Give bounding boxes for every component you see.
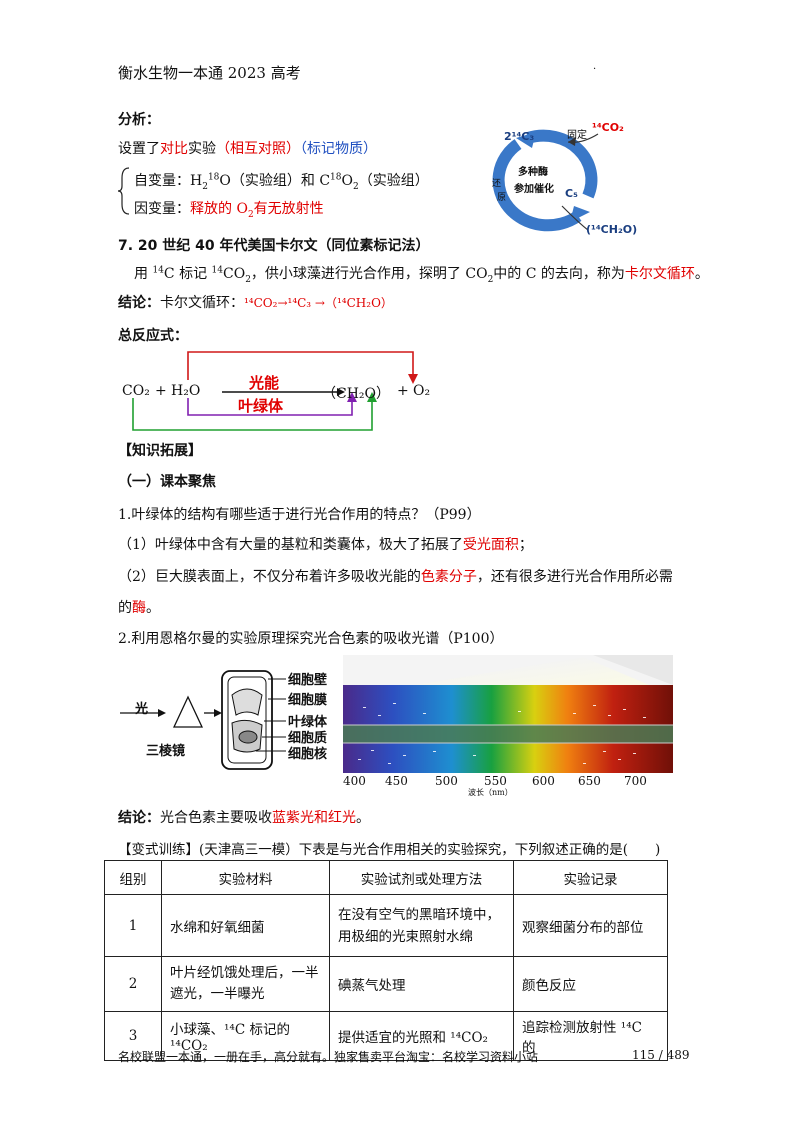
table-cell: 观察细菌分布的部位 [513, 894, 668, 957]
calvin-enzyme-2: 参加催化 [514, 184, 554, 195]
eq-h2o: H₂O [171, 383, 201, 399]
eq-o2: O₂ [413, 383, 431, 399]
eq-ch2o: （CH₂O） [322, 386, 391, 402]
table-cell: 小球藻、¹⁴C 标记的 ¹⁴CO₂ [161, 1011, 330, 1061]
table-header: 实验记录 [513, 860, 668, 895]
question-2: 2.利用恩格尔曼的实验原理探究光合色素的吸收光谱（P100） [118, 631, 504, 647]
section7-title: 7. 20 世纪 40 年代美国卡尔文（同位素标记法） [118, 238, 430, 254]
calvin-enzyme-1: 多种酶 [518, 167, 548, 178]
calvin-product: (¹⁴CH₂O) [586, 223, 638, 236]
table-cell: 1 [104, 894, 162, 957]
experiment-table: 组别 实验材料 实验试剂或处理方法 实验记录 1 水绵和好氧细菌 在没有空气的黑… [104, 860, 668, 1061]
table-row: 1 水绵和好氧细菌 在没有空气的黑暗环境中，用极细的光束照射水绵 观察细菌分布的… [104, 894, 668, 957]
table-cell: 颜色反应 [513, 956, 668, 1012]
spectrum-tick-450: 450 [385, 774, 408, 788]
table-header: 实验试剂或处理方法 [329, 860, 514, 895]
cell-prism-label: 三棱镜 [146, 744, 186, 759]
page-header: 衡水生物一本通 2023 高考 [118, 64, 301, 82]
eq-light: 光能 [249, 374, 280, 392]
answer-2: （2）巨大膜表面上，不仅分布着许多吸收光能的色素分子，还有很多进行光合作用所必需 [118, 569, 673, 585]
table-cell: 水绵和好氧细菌 [161, 894, 330, 957]
spectrum-tick-650: 650 [578, 774, 601, 788]
eq-co2: CO₂ [122, 383, 150, 399]
eq-plus-2: + [397, 383, 409, 399]
cell-figure [120, 670, 286, 770]
spectrum-figure [343, 655, 673, 773]
analysis-heading: 分析： [118, 112, 160, 128]
table-cell: 提供适宜的光照和 ¹⁴CO₂ [329, 1011, 514, 1061]
cell-label-wall: 细胞壁 [288, 673, 328, 688]
question-1: 1.叶绿体的结构有哪些适于进行光合作用的特点？（P99） [118, 507, 481, 523]
cell-label-chloroplast: 叶绿体 [288, 715, 328, 730]
table-row: 3 小球藻、¹⁴C 标记的 ¹⁴CO₂ 提供适宜的光照和 ¹⁴CO₂ 追踪检测放… [104, 1011, 668, 1061]
spectrum-tick-700: 700 [624, 774, 647, 788]
cell-label-membrane: 细胞膜 [288, 693, 328, 708]
spectrum-axis-label: 波长（nm） [468, 788, 513, 797]
calvin-c3: 2¹⁴C₃ [504, 130, 535, 143]
exercise-title: 【变式训练】(天津高三一模）下表是与光合作用相关的实验探究，下列叙述正确的是( … [118, 842, 661, 858]
equation-heading: 总反应式： [118, 328, 188, 344]
table-cell: 在没有空气的黑暗环境中，用极细的光束照射水绵 [329, 894, 514, 957]
spectrum-tick-500: 500 [435, 774, 458, 788]
equation-arrows [132, 351, 418, 431]
table-cell: 叶片经饥饿处理后，一半遮光，一半曝光 [161, 956, 330, 1012]
spectrum-tick-600: 600 [532, 774, 555, 788]
page-number: 115 / 489 [632, 1048, 690, 1062]
knowledge-sub: （一）课本聚焦 [118, 474, 216, 490]
knowledge-heading: 【知识拓展】 [118, 443, 202, 459]
table-header: 组别 [104, 860, 162, 895]
spectrum-tick-400: 400 [343, 774, 366, 788]
cell-light-label: 光 [135, 702, 149, 717]
spectrum-tick-550: 550 [484, 774, 507, 788]
calvin-co2: ¹⁴CO₂ [592, 121, 624, 134]
eq-plus-1: + [155, 383, 167, 399]
table-cell: 追踪检测放射性 ¹⁴C 的 [513, 1011, 668, 1061]
conclusion-2: 结论：光合色素主要吸收蓝紫光和红光。 [118, 810, 370, 826]
table-row: 2 叶片经饥饿处理后，一半遮光，一半曝光 碘蒸气处理 颜色反应 [104, 956, 668, 1012]
section7-conclusion: 结论：卡尔文循环：¹⁴CO₂→¹⁴C₃ →（¹⁴CH₂O） [118, 295, 393, 311]
analysis-line1: 设置了对比实验（相互对照）（标记物质） [118, 141, 377, 157]
header-dot: · [593, 64, 597, 75]
table-header: 实验材料 [161, 860, 330, 895]
independent-variable: 自变量：H218O（实验组）和 C18O2（实验组） [134, 172, 429, 192]
section7-body: 用 14C 标记 14CO2，供小球藻进行光合作用，探明了 CO2中的 C 的去… [134, 265, 709, 285]
calvin-c5: C₅ [565, 187, 578, 200]
answer-2-cont: 的酶。 [118, 600, 160, 616]
footer-text: 名校联盟一本通，一册在手，高分就有。独家售卖平台淘宝：名校学习资料小站 [118, 1050, 539, 1064]
calvin-reduce-2: 原 [497, 193, 507, 203]
calvin-fixed: 固定 [567, 130, 587, 141]
calvin-cycle-diagram [492, 129, 599, 232]
calvin-reduce-1: 还 [492, 179, 502, 189]
table-cell: 碘蒸气处理 [329, 956, 514, 1012]
table-header-row: 组别 实验材料 实验试剂或处理方法 实验记录 [104, 860, 668, 895]
cell-label-cytoplasm: 细胞质 [288, 731, 328, 746]
brace [117, 167, 130, 215]
cell-label-nucleus: 细胞核 [288, 747, 328, 762]
answer-1: （1）叶绿体中含有大量的基粒和类囊体，极大了拓展了受光面积； [118, 537, 533, 553]
eq-chloroplast: 叶绿体 [238, 397, 284, 415]
dependent-variable: 因变量：释放的 O2有无放射性 [134, 201, 324, 220]
table-cell: 2 [104, 956, 162, 1012]
